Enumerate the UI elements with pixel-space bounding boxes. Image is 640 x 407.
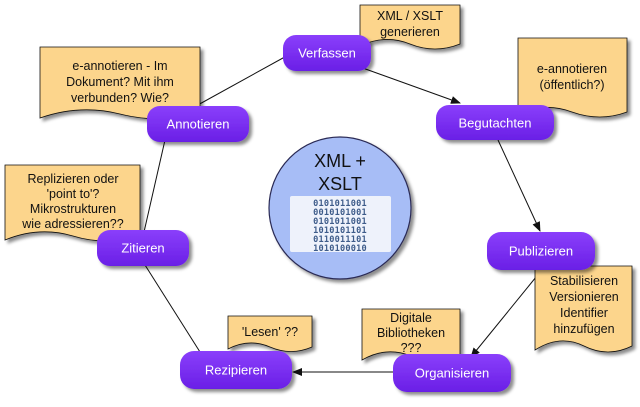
note-organisieren-line-2: Bibliotheken bbox=[377, 326, 445, 340]
note-publizieren-line-2: Versionieren bbox=[549, 290, 619, 304]
stage-begutachten[interactable]: Begutachten bbox=[436, 105, 554, 140]
connector-publizieren-organisieren bbox=[470, 265, 546, 358]
note-annotieren-line-3: verbunden? Wie? bbox=[71, 91, 169, 105]
note-rezipieren-shape bbox=[227, 315, 313, 352]
note-begutachten-line-1: e-annotieren bbox=[537, 62, 607, 76]
binary-row: 0101011001 bbox=[313, 217, 367, 227]
stage-zitieren-shape[interactable] bbox=[97, 230, 189, 266]
connector-zitieren-annotieren bbox=[143, 139, 166, 233]
stage-begutachten-shape[interactable] bbox=[436, 105, 554, 140]
note-publizieren-line-4: hinzufügen bbox=[553, 322, 614, 336]
center-title-line-1: XML + bbox=[314, 151, 366, 171]
connector-begutachten-publizieren bbox=[497, 139, 541, 232]
connectors bbox=[143, 52, 546, 376]
stage-annotieren[interactable]: Annotieren bbox=[147, 106, 249, 142]
binary-image-background bbox=[290, 196, 391, 252]
note-annotieren: e-annotieren - Im Dokument? Mit ihm verb… bbox=[39, 46, 201, 120]
stage-verfassen[interactable]: Verfassen bbox=[283, 35, 371, 71]
stage-verfassen-label: Verfassen bbox=[298, 46, 356, 61]
note-zitieren-line-3: Mikrostrukturen bbox=[30, 202, 116, 216]
stage-organisieren-shape[interactable] bbox=[393, 354, 511, 392]
note-verfassen-line-2: generieren bbox=[380, 25, 440, 39]
stage-organisieren[interactable]: Organisieren bbox=[393, 354, 511, 392]
stage-rezipieren-shape[interactable] bbox=[180, 351, 292, 389]
binary-row: 0110011101 bbox=[313, 235, 367, 245]
note-annotieren-line-1: e-annotieren - Im bbox=[72, 59, 167, 73]
stage-publizieren[interactable]: Publizieren bbox=[487, 232, 595, 270]
center-node: XML + XSLT 0101011001 0010101001 0101011… bbox=[268, 136, 412, 280]
note-zitieren: Replizieren oder 'point to'? Mikrostrukt… bbox=[4, 164, 141, 242]
note-begutachten: e-annotieren (öffentlich?) bbox=[517, 37, 628, 118]
stage-rezipieren[interactable]: Rezipieren bbox=[180, 351, 292, 389]
binary-row: 0101011001 bbox=[313, 199, 367, 209]
binary-row: 1010100010 bbox=[313, 244, 367, 254]
note-rezipieren-line-1: 'Lesen' ?? bbox=[242, 325, 298, 339]
binary-row: 1010101101 bbox=[313, 226, 367, 236]
note-organisieren-line-3: ??? bbox=[401, 341, 422, 355]
note-begutachten-line-2: (öffentlich?) bbox=[539, 78, 604, 92]
note-rezipieren: 'Lesen' ?? bbox=[227, 315, 313, 352]
stage-begutachten-label: Begutachten bbox=[458, 116, 531, 131]
note-publizieren: Stabilisieren Versionieren Identifier hi… bbox=[534, 265, 633, 353]
stage-annotieren-label: Annotieren bbox=[167, 117, 230, 132]
stage-publizieren-label: Publizieren bbox=[509, 244, 573, 259]
stage-verfassen-shape[interactable] bbox=[283, 35, 371, 71]
note-annotieren-line-2: Dokument? Mit ihm bbox=[66, 75, 174, 89]
connector-annotieren-verfassen bbox=[195, 52, 293, 107]
stage-annotieren-shape[interactable] bbox=[147, 106, 249, 142]
stage-zitieren-label: Zitieren bbox=[121, 241, 164, 256]
note-publizieren-shape bbox=[534, 265, 633, 353]
note-publizieren-line-3: Identifier bbox=[560, 306, 608, 320]
stage-zitieren[interactable]: Zitieren bbox=[97, 230, 189, 266]
stage-organisieren-label: Organisieren bbox=[415, 366, 489, 381]
note-organisieren: Digitale Bibliotheken ??? bbox=[361, 308, 461, 362]
stage-rezipieren-label: Rezipieren bbox=[205, 363, 267, 378]
note-zitieren-line-1: Replizieren oder bbox=[27, 172, 118, 186]
note-verfassen-line-1: XML / XSLT bbox=[377, 9, 443, 23]
note-zitieren-line-4: wie adressieren?? bbox=[21, 217, 123, 231]
note-publizieren-line-1: Stabilisieren bbox=[550, 274, 618, 288]
note-verfassen-shape bbox=[359, 4, 461, 50]
note-verfassen: XML / XSLT generieren bbox=[359, 4, 461, 50]
note-organisieren-line-1: Digitale bbox=[390, 311, 432, 325]
connector-rezipieren-zitieren bbox=[144, 264, 201, 353]
stage-publizieren-shape[interactable] bbox=[487, 232, 595, 270]
binary-row: 0010101001 bbox=[313, 208, 367, 218]
note-zitieren-line-2: 'point to'? bbox=[47, 187, 100, 201]
center-title-line-2: XSLT bbox=[318, 174, 362, 194]
